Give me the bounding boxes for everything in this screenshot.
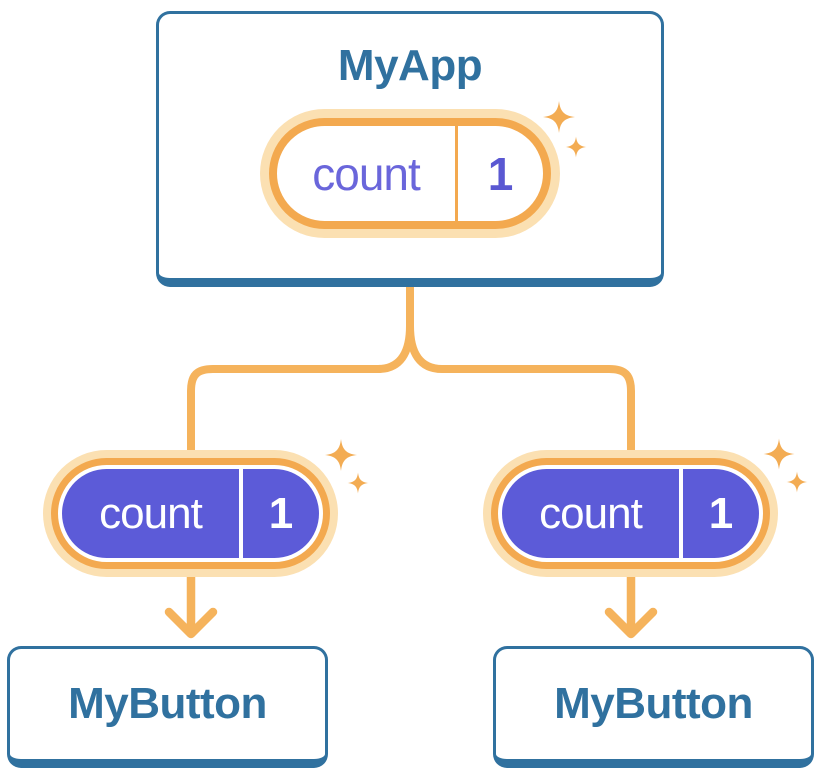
- arrow-down-right-icon: [604, 567, 658, 639]
- state-pill-ring: count 1: [269, 118, 551, 229]
- sparkle-icon: [325, 439, 357, 471]
- props-pill-body: count 1: [62, 469, 319, 558]
- arrow-down-left-icon: [164, 567, 218, 639]
- component-title: MyButton: [68, 679, 267, 728]
- prop-value: 1: [239, 469, 319, 558]
- sparkle-icon: [543, 101, 575, 133]
- component-title: MyApp: [337, 41, 483, 90]
- props-pill-right: count 1: [483, 450, 778, 577]
- state-name: count: [312, 147, 421, 200]
- state-value: 1: [455, 126, 543, 221]
- props-pill-ring: count 1: [51, 458, 330, 569]
- props-pill-left: count 1: [43, 450, 338, 577]
- prop-value: 1: [679, 469, 759, 558]
- component-node-mybutton-right: MyButton: [493, 646, 814, 768]
- sparkle-icon: [763, 438, 795, 470]
- component-title: MyButton: [554, 679, 753, 728]
- prop-name: count: [539, 488, 643, 538]
- props-pill-body: count 1: [502, 469, 759, 558]
- connector-branch-right: [406, 286, 635, 458]
- component-node-mybutton-left: MyButton: [7, 646, 328, 768]
- sparkle-icon: [565, 136, 587, 158]
- sparkle-icon: [786, 471, 808, 493]
- sparkle-icon: [347, 472, 369, 494]
- state-pill-root: count 1: [260, 109, 560, 238]
- props-pill-ring: count 1: [491, 458, 770, 569]
- prop-name: count: [99, 488, 203, 538]
